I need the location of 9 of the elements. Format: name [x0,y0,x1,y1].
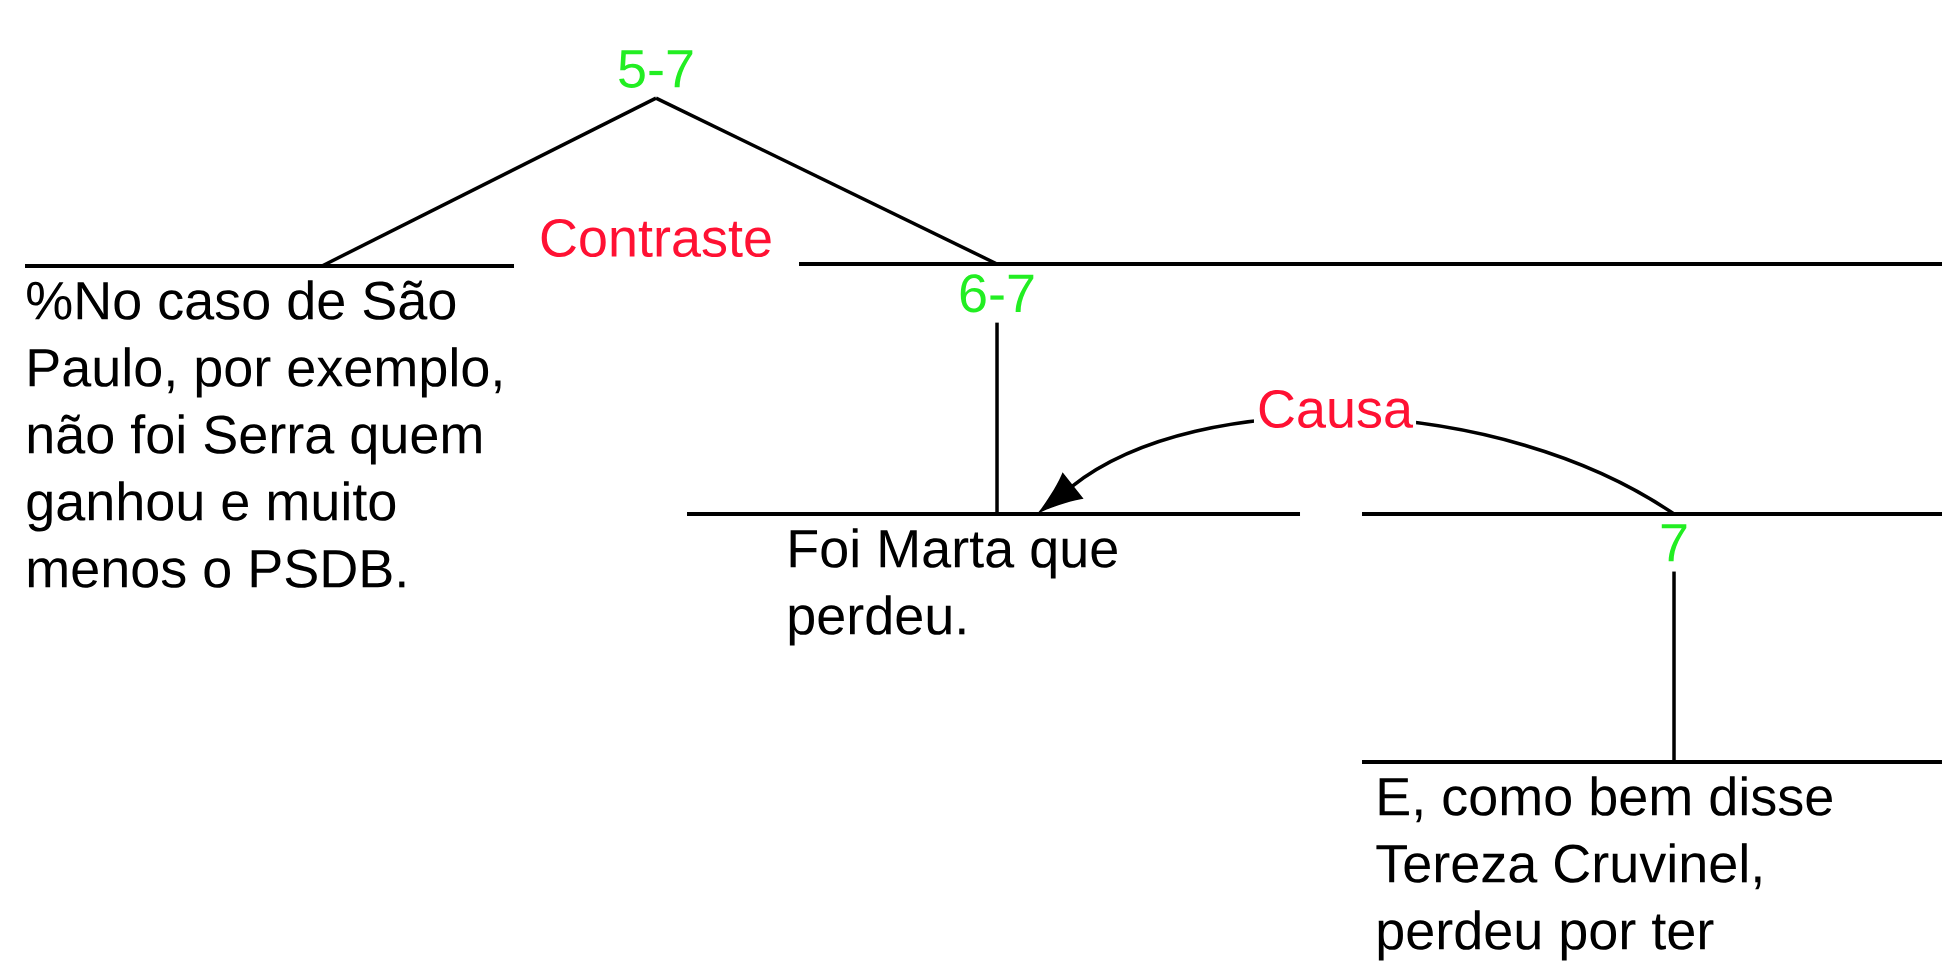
text-segment: Foi Marta que perdeu. [687,512,1300,646]
text-segment: %No caso de São Paulo, por exemplo, não foi Serra quem ganhou e muito menos o PSDB. [25,264,514,588]
connector-line [995,322,999,514]
connector-line [1672,571,1676,762]
span-label: 5-7 [619,50,693,88]
span-label: 7 [1362,512,1942,562]
text-segment: E, como bem disse Tereza Cruvinel, perdeu por ter [1362,760,1942,961]
relation-label: Contraste [535,215,777,261]
span-label: 6-7 [799,262,1942,313]
